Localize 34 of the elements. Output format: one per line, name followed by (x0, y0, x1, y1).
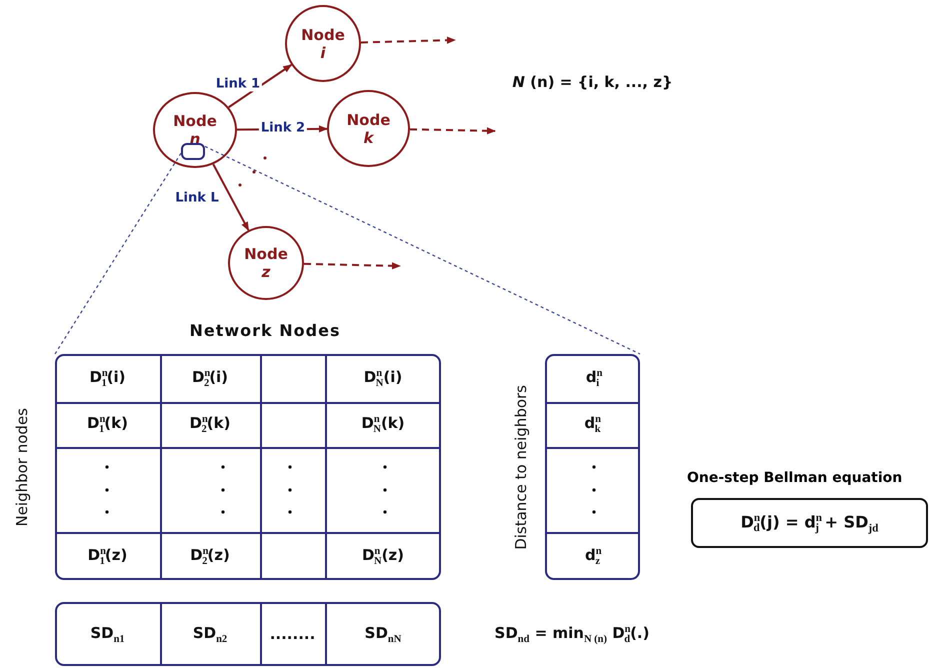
network-node: Node i (285, 5, 361, 82)
shortest-distance-row (55, 602, 441, 666)
zoom-region-marker (181, 143, 205, 160)
neighbor-distance-column (545, 354, 640, 580)
row-heading: Neighbor nodes (13, 408, 31, 526)
dashed-arrow (304, 262, 401, 270)
dashed-arrow (360, 36, 456, 44)
equation-box: D$^{n}$$_{d}$(j) = d$^{n}$$_{j}$ + SD$_{jd}$ (691, 498, 928, 548)
matrix-entry: D$^{n}$$_{1}$(k) (87, 414, 128, 435)
dashed-arrow (410, 127, 496, 134)
matrix-entry: D$^{n}$$_{2}$(k) (190, 414, 230, 435)
column-heading: Network Nodes (190, 320, 340, 340)
network-node: Node k (327, 90, 410, 167)
arrow (212, 164, 250, 231)
shortest-distance-entry: SD$_{n1}$ (90, 624, 125, 644)
column-heading: Distance to neighbors (512, 384, 530, 550)
network-node: Node z (228, 226, 304, 300)
matrix-entry: D$^{n}$$_{N}$(k) (361, 414, 405, 435)
matrix-entry: D$^{n}$$_{N}$(i) (364, 368, 402, 388)
shortest-distance-entry: SD$_{nN}$ (364, 624, 402, 644)
arrow (228, 64, 292, 108)
matrix-entry: D$^{n}$$_{2}$(i) (192, 368, 228, 388)
zoom-line (204, 146, 640, 355)
min-formula: SD$_{nd}$ = min$_{N (n)}$ D$^{n}$$_{d}$(.) (494, 624, 650, 644)
shortest-distance-entry: ........ (270, 625, 316, 643)
distance-table (55, 354, 441, 580)
matrix-entry: D$^{n}$$_{1}$(i) (89, 368, 126, 388)
matrix-entry: D$^{n}$$_{1}$(z) (88, 546, 128, 566)
matrix-entry: D$^{n}$$_{2}$(z) (190, 546, 230, 566)
zoom-line (54, 152, 182, 354)
set-formula: N (n) = {i, k, ..., z} (512, 73, 673, 91)
shortest-distance-entry: SD$_{n2}$ (192, 624, 228, 644)
matrix-entry: D$^{n}$$_{N}$(z) (362, 546, 404, 566)
equation-title: One-step Bellman equation (687, 470, 902, 486)
